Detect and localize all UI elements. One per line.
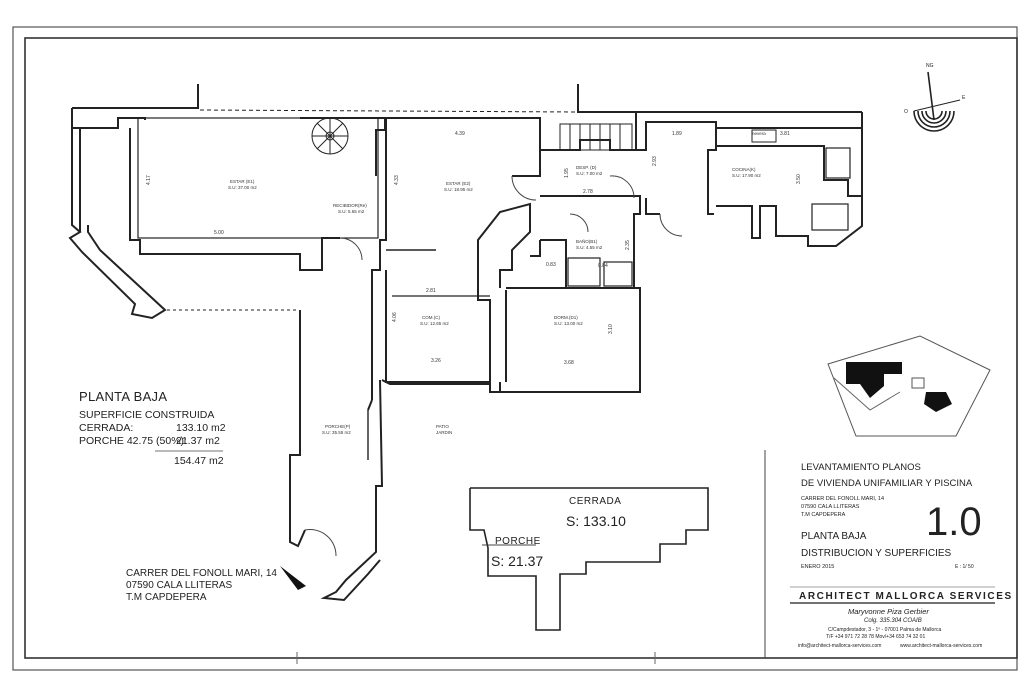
box-porch-value: S: 21.37 xyxy=(491,553,544,569)
sheet-date: ENERO 2015 xyxy=(801,564,835,570)
firm-website: www.architect-mallorca-services.com xyxy=(900,643,983,649)
firm-street: C/Campdestador, 3 - 1º - 07001 Palma de … xyxy=(828,627,942,633)
compass-icon xyxy=(913,71,961,132)
sheet-scale: E : 1/ 50 xyxy=(955,564,974,570)
firm-name: ARCHITECT MALLORCA SERVICES xyxy=(799,591,1013,602)
room-name: PORCHE(P) xyxy=(325,424,351,429)
dimension: 2.78 xyxy=(583,189,593,195)
compass-north-label: NG xyxy=(926,63,934,69)
compass-east-label: E xyxy=(962,95,966,101)
firm-phones: T/F +34 971 72 28 78 Mov/+34 653 74 32 0… xyxy=(826,634,926,640)
dimension: 5.00 xyxy=(214,230,224,236)
dimension: 3.68 xyxy=(564,360,574,366)
compass-west-label: O xyxy=(904,109,908,115)
porch-area-value: 21.37 m2 xyxy=(176,435,220,447)
title-address-line: T.M CAPDEPERA xyxy=(801,512,846,518)
title-address-line: CARRER DEL FONOLL MARI, 14 xyxy=(801,496,885,502)
summary-subheading: SUPERFICIE CONSTRUIDA xyxy=(79,409,215,421)
dimension: 3.50 xyxy=(796,174,802,184)
address-line: 07590 CALA LLITERAS xyxy=(126,580,233,591)
title-block-lines xyxy=(155,450,995,658)
straight-stair xyxy=(559,123,633,151)
room-area: S.U: 7.00 m2 xyxy=(576,171,603,176)
box-closed-value: S: 133.10 xyxy=(566,513,626,529)
inner-frame xyxy=(24,37,1018,659)
room-area: S.U: 4.55 m2 xyxy=(576,245,603,250)
dimension: 1.95 xyxy=(564,168,570,178)
total-area-value: 154.47 m2 xyxy=(174,455,224,467)
project-title: LEVANTAMIENTO PLANOS xyxy=(801,462,921,473)
room-area: S.U: 5.65 m2 xyxy=(338,209,365,214)
room-name: DORM.(D1) xyxy=(554,315,578,320)
porch-area-label: PORCHE 42.75 (50%): xyxy=(79,435,187,447)
room-area: S.U: 13.00 m2 xyxy=(554,321,583,326)
room-name: COM.(C) xyxy=(422,315,440,320)
room-name: RECIBIDOR(Re) xyxy=(333,203,367,208)
door-swings xyxy=(304,175,683,557)
summary-heading: PLANTA BAJA xyxy=(79,389,168,404)
dimension-labels: 4.17 5.00 4.39 4.33 2.81 4.06 3.26 1.95 … xyxy=(146,131,802,366)
room-labels: ESTAR (E1) S.U: 37.00 m2 RECIBIDOR(Re) S… xyxy=(228,131,766,435)
room-name: ESTAR (E2) xyxy=(446,181,471,186)
dimension: 2.35 xyxy=(625,240,631,250)
dimension: 4.06 xyxy=(392,312,398,322)
room-area: S.U: 18.95 m2 xyxy=(444,187,473,192)
firm-email: info@architect-mallorca-services.com xyxy=(798,643,882,649)
room-name: BAÑO(B1) xyxy=(576,238,598,244)
closed-area-label: CERRADA: xyxy=(79,422,134,434)
dimension: 2.93 xyxy=(652,156,658,166)
dimension: 4.17 xyxy=(146,175,152,185)
fridge-label: nevera xyxy=(752,131,766,136)
dimension: 3.81 xyxy=(780,131,790,137)
dimension: 3.10 xyxy=(608,324,614,334)
address-line: T.M CAPDEPERA xyxy=(126,592,207,603)
floor-plan-walls xyxy=(68,84,863,602)
room-area: S.U: 12.65 m2 xyxy=(420,321,449,326)
room-area: S.U: 17.90 m2 xyxy=(732,173,761,178)
architect-name: Maryvonne Piza Gerbier xyxy=(848,607,929,616)
sheet-subtitle: DISTRIBUCION Y SUPERFICIES xyxy=(801,548,952,559)
room-area: S.U: 37.00 m2 xyxy=(228,185,257,190)
closed-area-value: 133.10 m2 xyxy=(176,422,226,434)
dimension: 3.26 xyxy=(431,358,441,364)
spiral-stair xyxy=(311,117,349,155)
patio-label: PATIO xyxy=(436,424,449,429)
room-area: S.U: 35.55 m2 xyxy=(322,430,351,435)
box-porch-label: PORCHE xyxy=(495,536,541,547)
room-name: DESP. (D) xyxy=(576,165,597,170)
dimension: 4.39 xyxy=(455,131,465,137)
dimension: 0.84 xyxy=(598,263,608,269)
sheet-title: PLANTA BAJA xyxy=(801,531,867,542)
dimension: 4.33 xyxy=(394,175,400,185)
architect-license: Colg. 335.304 COAIB xyxy=(864,618,922,624)
room-name: COCINA(K) xyxy=(732,167,756,172)
dimension: 0.83 xyxy=(546,262,556,268)
dimension: 2.81 xyxy=(426,288,436,294)
site-location-map xyxy=(827,335,991,437)
address-line: CARRER DEL FONOLL MARI, 14 xyxy=(126,568,277,579)
project-subtitle: DE VIVIENDA UNIFAMILIAR Y PISCINA xyxy=(801,478,973,489)
title-address-line: 07590 CALA LLITERAS xyxy=(801,504,860,510)
patio-label: JARDIN xyxy=(436,430,452,435)
sheet-number: 1.0 xyxy=(926,500,982,544)
north-arrow-icon xyxy=(280,566,306,590)
dimension: 1.89 xyxy=(672,131,682,137)
box-closed-label: CERRADA xyxy=(569,496,622,507)
room-name: ESTAR (E1) xyxy=(230,179,255,184)
